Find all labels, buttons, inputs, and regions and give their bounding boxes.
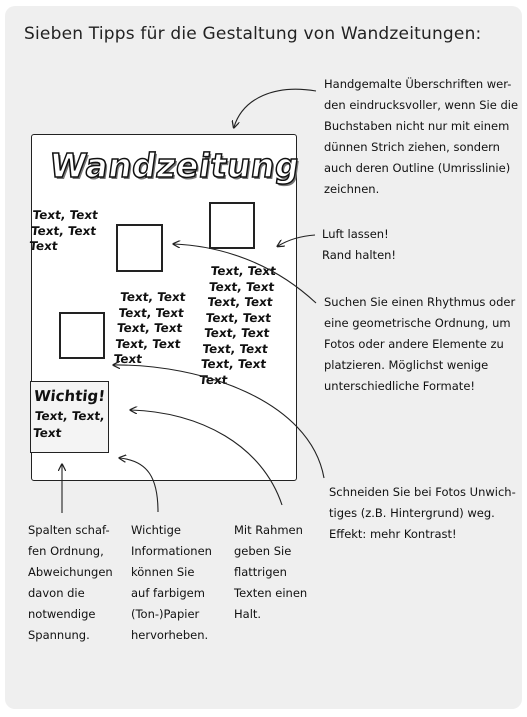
note-line: (Ton-)Papier <box>131 607 200 621</box>
note-line: Fotos oder andere Elemente zu <box>324 337 504 351</box>
note-line: Spalten schaf- <box>28 523 110 537</box>
note-line: flattrigen <box>234 565 287 579</box>
note-line: Effekt: mehr Kontrast! <box>329 527 457 541</box>
note-line: Texten einen <box>234 586 308 600</box>
note-line: hervorheben. <box>131 628 209 642</box>
note-line: fen Ordnung, <box>28 544 104 558</box>
note-line: platzieren. Möglichst wenige <box>324 358 489 372</box>
note-line: Buchstaben nicht nur mit einem <box>324 119 510 133</box>
note-line: Wichtige <box>131 523 182 537</box>
note-line: tiges (z.B. Hintergrund) weg. <box>329 506 495 520</box>
photo-placeholder-3 <box>59 312 105 359</box>
note-line: Informationen <box>131 544 212 558</box>
note-frames: Mit Rahmen geben Sie flattrigen Texten e… <box>234 520 307 625</box>
note-line: zeichnen. <box>324 182 380 196</box>
photo-placeholder-1 <box>116 224 163 272</box>
photo-placeholder-2 <box>209 202 255 249</box>
note-handmade-headlines: Handgemalte Überschriften wer- den eindr… <box>324 74 518 200</box>
note-line: unterschiedliche Formate! <box>324 379 476 393</box>
note-line: geben Sie <box>234 544 292 558</box>
note-line: dünnen Strich ziehen, sondern <box>324 140 500 154</box>
note-line: den eindrucksvoller, wenn Sie die <box>324 98 519 112</box>
note-line: können Sie <box>131 565 195 579</box>
arrow-crop-photos <box>114 365 325 479</box>
note-line: eine geometrische Ordnung, um <box>324 316 511 330</box>
note-line: Halt. <box>234 607 262 621</box>
note-line: Suchen Sie einen Rhythmus oder <box>324 295 516 309</box>
note-margin: Luft lassen! Rand halten! <box>322 224 396 266</box>
page-title: Sieben Tipps für die Gestaltung von Wand… <box>24 24 482 44</box>
note-line: Schneiden Sie bei Fotos Unwich- <box>329 485 516 499</box>
note-crop-photos: Schneiden Sie bei Fotos Unwich- tiges (z… <box>329 482 516 545</box>
note-line: Abweichungen <box>28 565 113 579</box>
note-rhythm: Suchen Sie einen Rhythmus oder eine geom… <box>324 292 515 397</box>
note-line: auch deren Outline (Umrisslinie) <box>324 161 511 175</box>
arrow-headline <box>234 88 317 127</box>
highlight-box: Wichtig! Text, Text, Text <box>30 381 109 453</box>
arrow-margin <box>278 234 316 246</box>
note-line: notwendige <box>28 607 96 621</box>
note-line: auf farbigem <box>131 586 205 600</box>
note-line: Mit Rahmen <box>234 523 303 537</box>
note-line: Spannung. <box>28 628 90 642</box>
note-line: Handgemalte Überschriften wer- <box>324 77 512 91</box>
note-line: davon die <box>28 586 85 600</box>
note-columns: Spalten schaf- fen Ordnung, Abweichungen… <box>28 520 113 646</box>
arrow-frames <box>131 410 283 506</box>
arrow-colored-paper <box>120 458 159 513</box>
note-line: Luft lassen! <box>322 227 389 241</box>
note-colored-paper: Wichtige Informationen können Sie auf fa… <box>131 520 212 646</box>
arrow-rhythm <box>174 244 317 304</box>
note-line: Rand halten! <box>322 248 397 262</box>
